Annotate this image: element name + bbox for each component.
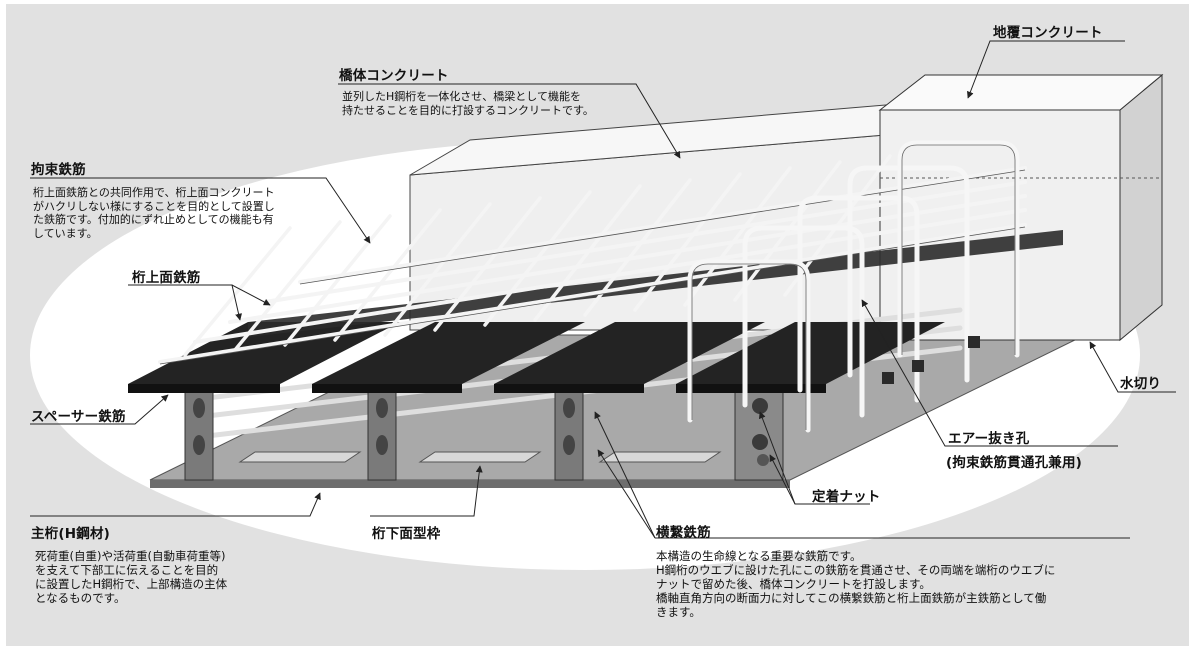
bottom-formwork-title: 桁下面型枠 <box>372 526 441 542</box>
drip-edge-title: 水切り <box>1120 376 1162 392</box>
main-girder-desc: 死荷重(自重)や活荷重(自動車荷重等) を支えて下部工に伝えることを目的 に設置… <box>35 549 228 605</box>
leader-lines <box>30 40 1176 539</box>
spacer-rebar-title: スペーサー鉄筋 <box>31 409 126 425</box>
rebar-outlines <box>159 169 1026 365</box>
restraint-rebar-title: 拘束鉄筋 <box>31 162 86 178</box>
transverse-rebar-desc: 本構造の生命線となる重要な鉄筋です。 H鋼桁のウエブに設けた孔にこの鉄筋を貫通さ… <box>656 549 1056 619</box>
main-girder-title: 主桁(H鋼材) <box>31 526 111 542</box>
curb-concrete-title: 地覆コンクリート <box>993 25 1103 41</box>
air-vent-title: エアー抜き孔 <box>948 431 1030 447</box>
anchor-nuts <box>882 336 980 384</box>
restraint-u-bars <box>687 140 1020 433</box>
deck-concrete-desc: 並列したH鋼桁を一体化させ、橋梁として機能を 持たせることを目的に打設するコンク… <box>342 90 594 117</box>
restraint-rebar-desc: 桁上面鉄筋との共同作用で、桁上面コンクリート がハクリしない様にすることを目的と… <box>33 186 275 240</box>
curb-concrete <box>878 73 1164 342</box>
transverse-rebar-title: 横繋鉄筋 <box>656 525 711 541</box>
air-vent-subtitle: (拘束鉄筋貫通孔兼用) <box>946 455 1083 471</box>
top-rebar-cross <box>183 154 892 357</box>
girder-top-rebar-title: 桁上面鉄筋 <box>132 270 201 286</box>
restraint-u-bars-outline <box>691 144 1016 430</box>
bottom-formwork-front <box>150 480 790 488</box>
deck-concrete-title: 橋体コンクリート <box>339 68 449 84</box>
formwork-angles <box>238 451 722 463</box>
anchor-nut-title: 定着ナット <box>812 489 881 505</box>
